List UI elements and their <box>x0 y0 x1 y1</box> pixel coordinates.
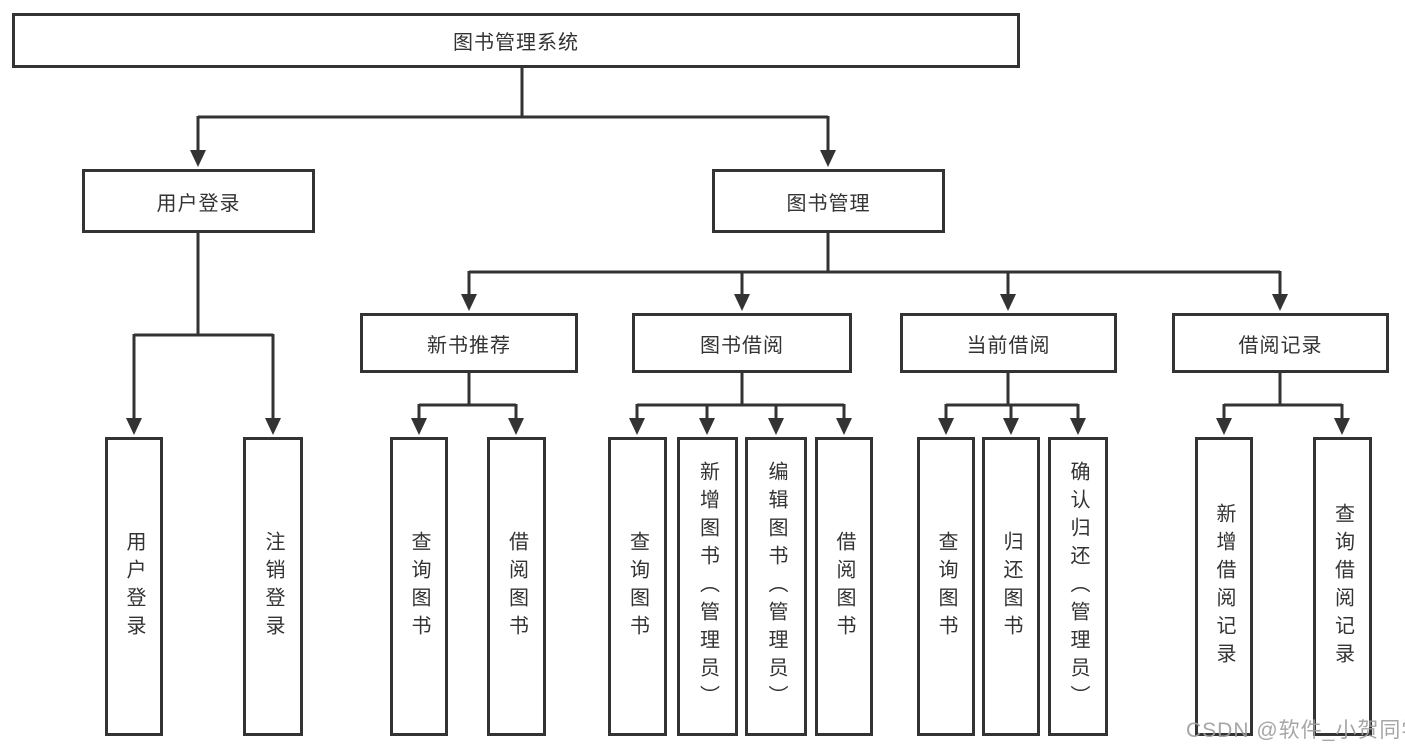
leaf-borrow-query-books-label: 查询图书 <box>626 530 649 643</box>
leaf-recommend-borrow-books-label: 借阅图书 <box>505 530 528 643</box>
node-borrow-records-label: 借阅记录 <box>1238 334 1323 357</box>
node-book-management-label: 图书管理 <box>786 192 871 215</box>
leaf-user-login: 用户登录 <box>105 437 163 736</box>
leaf-add-borrow-record: 新增借阅记录 <box>1195 437 1253 736</box>
arrowhead-icons <box>126 150 1350 435</box>
leaf-return-books: 归还图书 <box>982 437 1040 736</box>
leaf-edit-books-admin-label: 编辑图书（管理员） <box>765 460 787 713</box>
leaf-user-login-label: 用户登录 <box>123 530 145 643</box>
leaf-current-query-books: 查询图书 <box>917 437 975 736</box>
leaf-return-books-label: 归还图书 <box>1000 530 1022 643</box>
node-new-book-recommend: 新书推荐 <box>360 313 578 373</box>
leaf-borrow-books: 借阅图书 <box>815 437 873 736</box>
leaf-confirm-return-admin: 确认归还（管理员） <box>1048 437 1108 736</box>
leaf-edit-books-admin: 编辑图书（管理员） <box>745 437 807 736</box>
leaf-logout: 注销登录 <box>243 437 303 736</box>
node-root: 图书管理系统 <box>12 13 1020 68</box>
leaf-borrow-query-books: 查询图书 <box>608 437 667 736</box>
node-book-borrow-label: 图书借阅 <box>700 334 784 357</box>
leaf-query-borrow-record: 查询借阅记录 <box>1313 437 1372 736</box>
node-new-book-recommend-label: 新书推荐 <box>427 334 511 357</box>
node-root-label: 图书管理系统 <box>453 32 579 54</box>
csdn-watermark: CSDN @软件_小贺同学 <box>1186 719 1405 742</box>
leaf-borrow-books-label: 借阅图书 <box>833 530 855 643</box>
node-user-login-label: 用户登录 <box>156 192 241 215</box>
leaf-logout-label: 注销登录 <box>262 530 284 643</box>
node-current-borrow-label: 当前借阅 <box>966 334 1051 357</box>
node-book-borrow: 图书借阅 <box>632 313 852 373</box>
leaf-confirm-return-admin-label: 确认归还（管理员） <box>1067 460 1089 713</box>
node-borrow-records: 借阅记录 <box>1172 313 1389 373</box>
leaf-recommend-query-books: 查询图书 <box>390 437 448 736</box>
leaf-recommend-borrow-books: 借阅图书 <box>487 437 546 736</box>
leaf-add-borrow-record-label: 新增借阅记录 <box>1213 502 1235 671</box>
leaf-add-books-admin: 新增图书（管理员） <box>677 437 738 736</box>
node-book-management: 图书管理 <box>712 169 945 233</box>
leaf-current-query-books-label: 查询图书 <box>935 530 957 643</box>
leaf-add-books-admin-label: 新增图书（管理员） <box>696 460 719 713</box>
leaf-query-borrow-record-label: 查询借阅记录 <box>1331 502 1354 671</box>
leaf-recommend-query-books-label: 查询图书 <box>408 530 430 643</box>
node-user-login: 用户登录 <box>82 169 315 233</box>
node-current-borrow: 当前借阅 <box>900 313 1117 373</box>
